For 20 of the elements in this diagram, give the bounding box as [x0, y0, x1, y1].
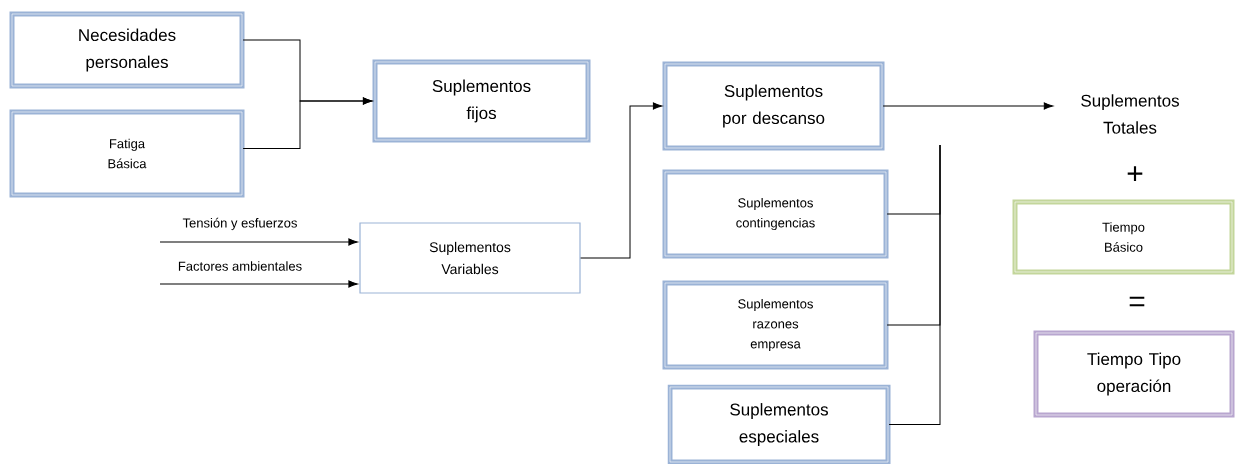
- arrow: [159, 280, 358, 288]
- arrow: [882, 102, 1054, 110]
- process-box: Necesidades personales: [9, 11, 245, 89]
- process-box: Tiempo Básico: [1012, 199, 1235, 275]
- arrow: [242, 97, 373, 149]
- arrow: [159, 238, 358, 246]
- process-box: Suplementos fijos: [372, 59, 591, 143]
- process-box: Suplementos contingencias: [662, 169, 889, 259]
- process-box: Fatiga Básica: [9, 109, 245, 198]
- process-box: Suplementos Variables: [359, 222, 581, 294]
- process-box: Tiempo Tipo operación: [1033, 330, 1235, 418]
- process-box: Suplementos razones empresa: [662, 280, 889, 370]
- operator-sign: =: [1129, 296, 1145, 307]
- arrow: [580, 102, 663, 259]
- process-box: Suplementos por descanso: [662, 61, 885, 151]
- bracket-line: [888, 144, 941, 425]
- process-box: Suplementos especiales: [667, 384, 891, 464]
- result-text: Suplementos Totales: [1081, 94, 1179, 134]
- edge-label: Tensión y esfuerzos: [181, 216, 299, 232]
- edge-label: Factores ambientales: [176, 260, 304, 272]
